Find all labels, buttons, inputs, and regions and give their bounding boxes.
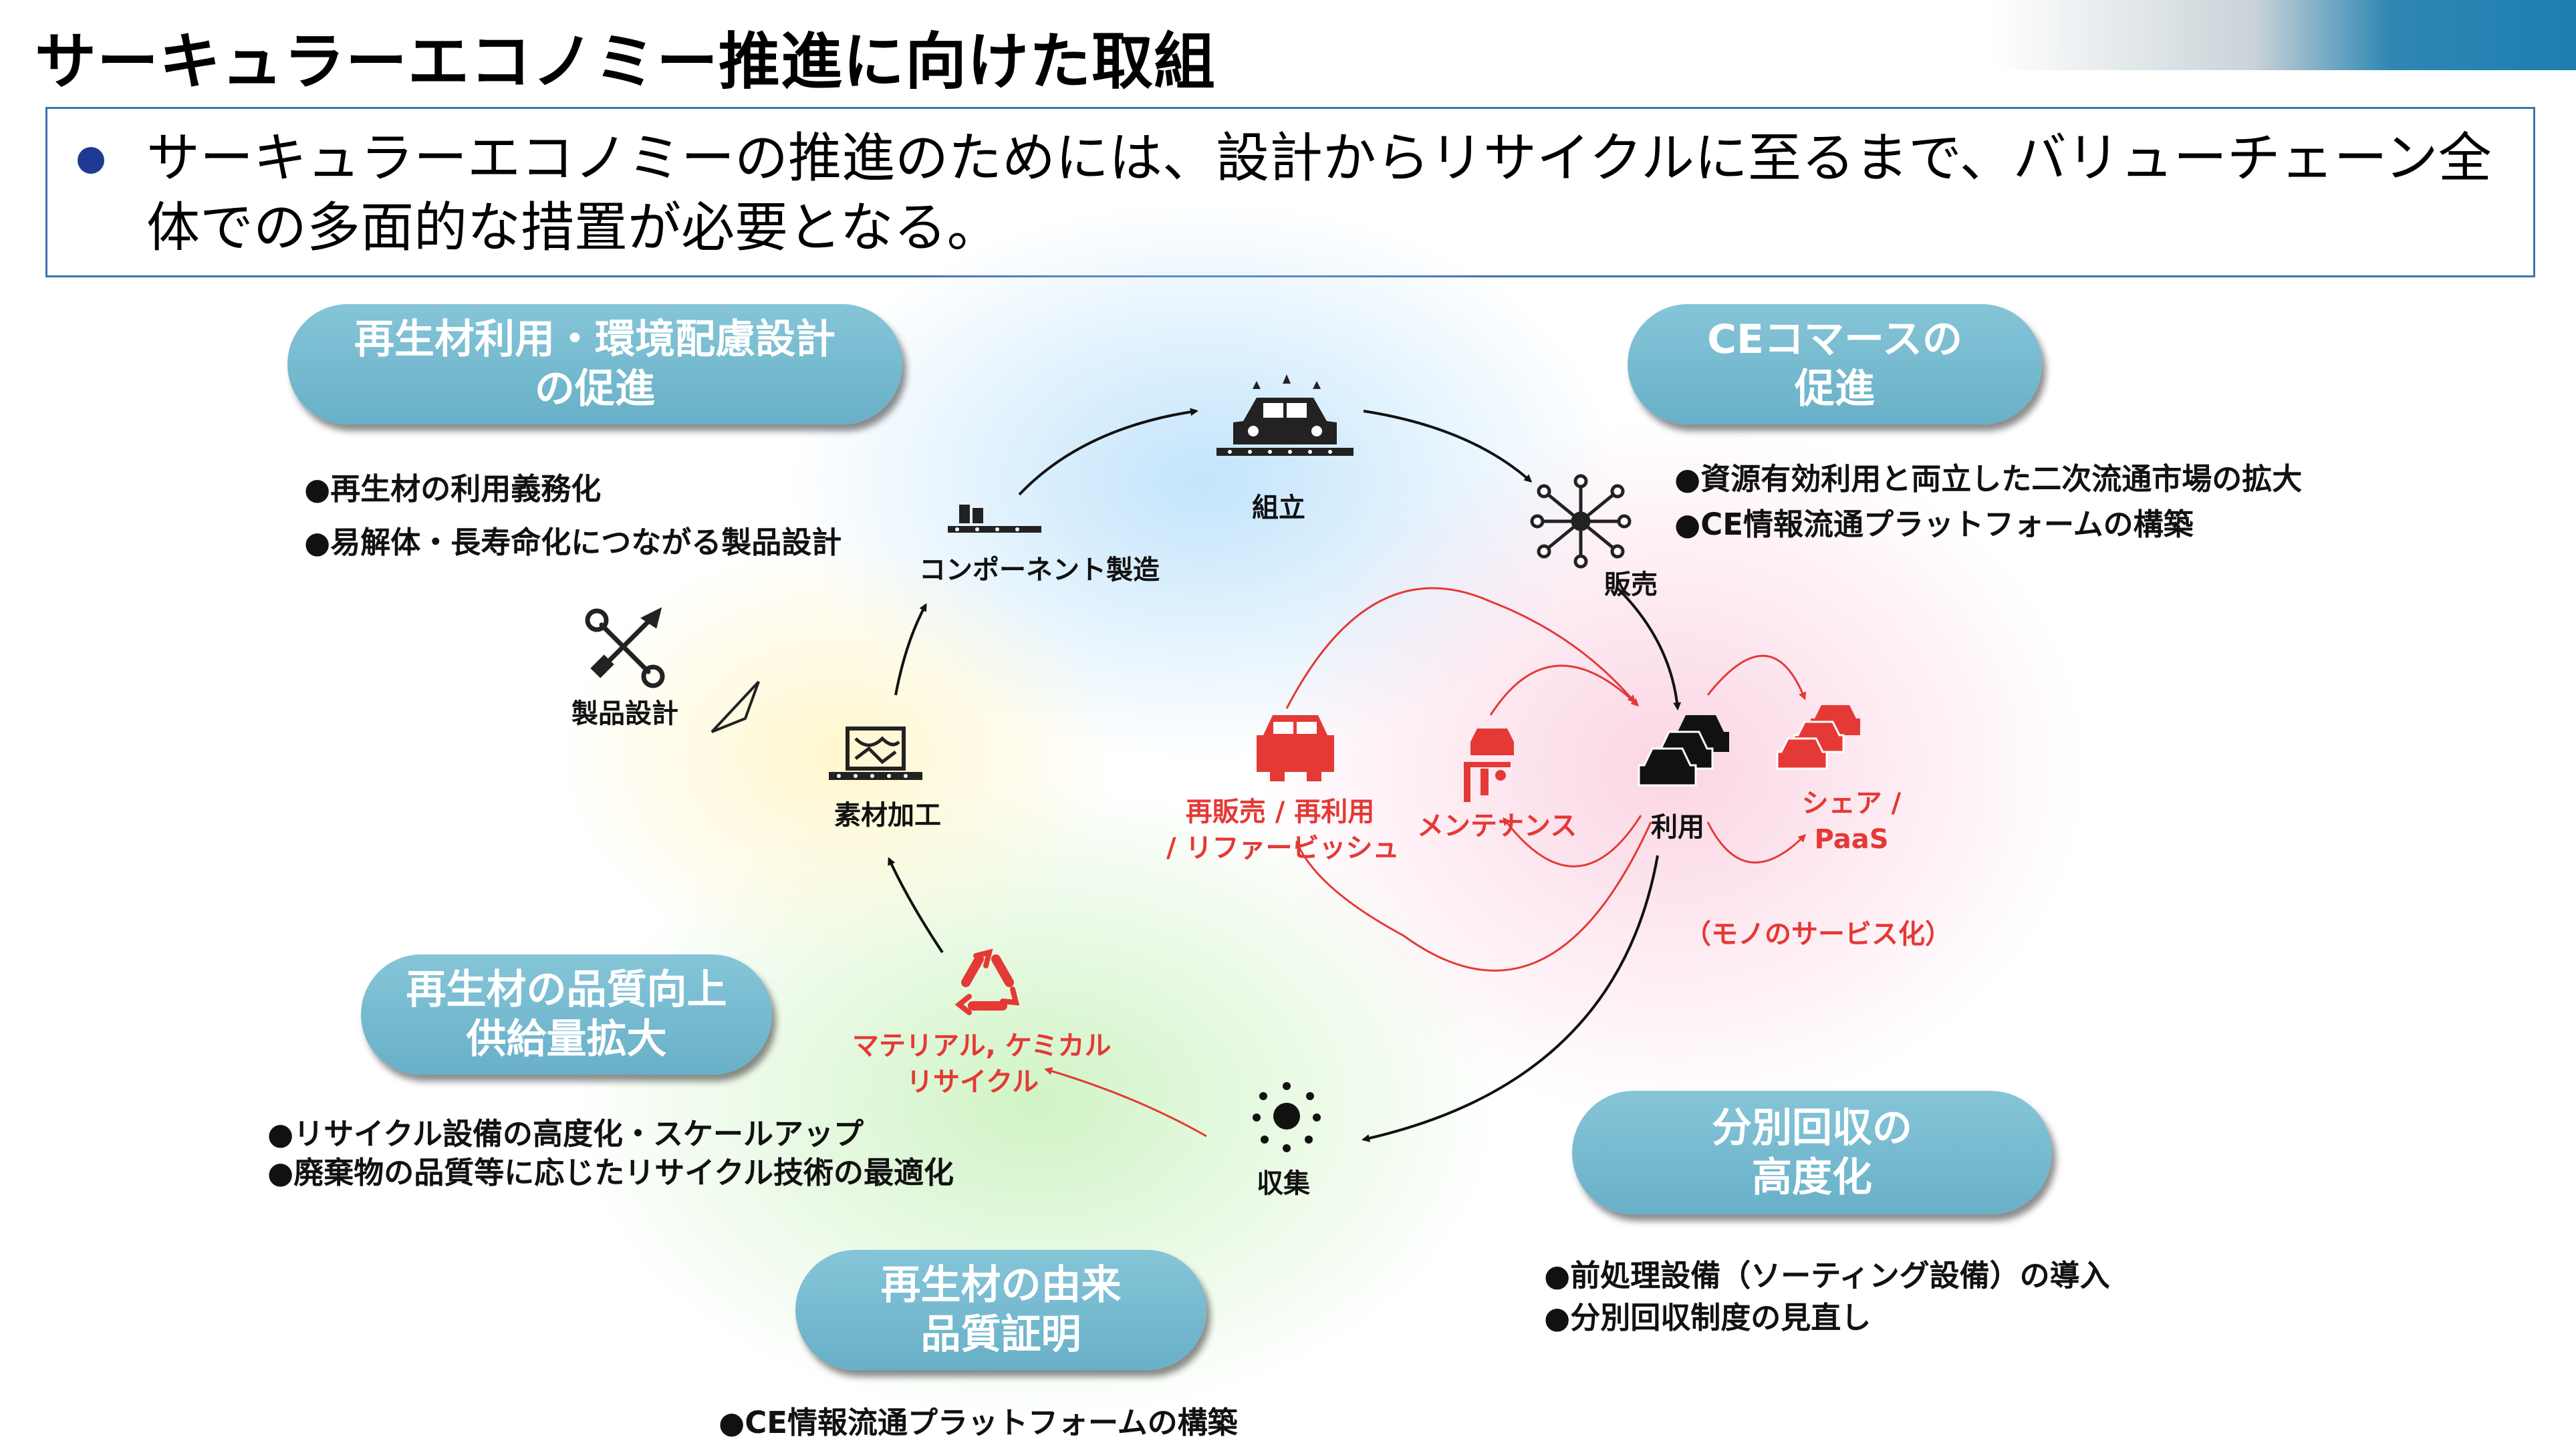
label-resale: 再販売 / 再利用 / リファービッシュ: [1166, 794, 1400, 866]
arrow-collection-to-recycling: [1044, 1067, 1207, 1138]
lead-box: サーキュラーエコノミーの推進のためには、設計からリサイクルに至るまで、バリューチ…: [45, 107, 2535, 277]
pill-origin-certification: 再生材の由来 品質証明: [795, 1250, 1206, 1370]
resale-car-icon: [1257, 715, 1334, 781]
recycle-icon: [954, 948, 1020, 1015]
quality-bullet-1: ●リサイクル設備の高度化・スケールアップ: [267, 1116, 864, 1152]
arrow-recycling-to-processing: [888, 857, 944, 954]
arrow-use-to-collection: [1362, 855, 1659, 1142]
pill-design-promotion: 再生材利用・環境配慮設計 の促進: [287, 304, 902, 424]
commerce-bullet-2: ●CE情報流通プラットフォームの構築: [1674, 507, 2194, 542]
label-material-processing: 素材加工: [834, 800, 941, 831]
page-title: サーキュラーエコノミー推進に向けた取組: [35, 26, 1216, 98]
glow-yellow: [555, 541, 1116, 969]
label-product-design: 製品設計: [571, 698, 678, 729]
arrow-share-to-use: [1706, 654, 1807, 700]
label-maintenance: メンテナンス: [1417, 811, 1577, 841]
label-recycling: マテリアル, ケミカル リサイクル: [852, 1028, 1112, 1100]
component-manufacturing-icon: [948, 505, 1041, 533]
pill-design-line1: 再生材利用・環境配慮設計: [354, 316, 835, 363]
arrow-processing-to-component: [894, 603, 927, 696]
label-share: シェア / PaaS: [1791, 785, 1912, 858]
arrow-assembly-to-sales: [1363, 410, 1533, 483]
maintenance-lift-icon: [1464, 729, 1514, 802]
certification-bullet-1: ●CE情報流通プラットフォームの構築: [719, 1405, 1238, 1440]
label-use: 利用: [1651, 812, 1704, 843]
pill-design-line2: の促進: [535, 366, 655, 412]
pill-cert-line1: 再生材の由来: [880, 1262, 1122, 1309]
use-cars-icon: [1638, 715, 1729, 787]
collection-bullet-2: ●分別回収制度の見直し: [1544, 1300, 1872, 1335]
arrow-resale-to-use: [1285, 587, 1636, 709]
pill-commerce-line1: CEコマースの: [1706, 316, 1963, 363]
pill-quality-line1: 再生材の品質向上: [406, 966, 727, 1013]
triangle-ruler-icon: [711, 680, 760, 733]
design-bullet-2: ●易解体・長寿命化につながる製品設計: [304, 525, 842, 560]
design-bullet-1: ●再生材の利用義務化: [304, 471, 602, 507]
label-recycling-line1: マテリアル, ケミカル: [852, 1031, 1112, 1061]
tools-icon: [585, 607, 665, 688]
label-component-manufacturing: コンポーネント製造: [919, 555, 1160, 585]
share-cars-icon: [1776, 705, 1860, 770]
pill-ce-commerce: CEコマースの 促進: [1628, 304, 2042, 424]
lead-bullet-dot: [78, 147, 104, 174]
collection-bullet-1: ●前処理設備（ソーティング設備）の導入: [1544, 1258, 2110, 1293]
pill-separate-collection: 分別回収の 高度化: [1572, 1091, 2052, 1214]
material-processing-icon: [829, 727, 922, 780]
pill-commerce-line2: 促進: [1795, 366, 1875, 412]
pill-cert-line2: 品質証明: [920, 1311, 1081, 1358]
arrow-sales-to-use: [1616, 587, 1682, 710]
sales-network-icon: [1530, 474, 1632, 569]
arrow-use-to-share: [1706, 821, 1807, 864]
pill-recycled-quality: 再生材の品質向上 供給量拡大: [361, 954, 772, 1075]
label-sales: 販売: [1604, 569, 1658, 600]
arrow-use-to-resale: [1295, 821, 1652, 972]
header-gradient-bar: [1992, 0, 2576, 70]
label-share-line1: シェア /: [1801, 788, 1902, 819]
pill-collection-line2: 高度化: [1752, 1154, 1872, 1201]
collection-hub-icon: [1253, 1082, 1321, 1152]
label-resale-line2: / リファービッシュ: [1166, 833, 1400, 864]
arrow-use-to-maintenance: [1503, 815, 1642, 868]
lead-text: サーキュラーエコノミーの推進のためには、設計からリサイクルに至るまで、バリューチ…: [146, 127, 2492, 259]
commerce-bullet-1: ●資源有効利用と両立した二次流通市場の拡大: [1674, 461, 2303, 497]
label-recycling-line2: リサイクル: [906, 1067, 1039, 1097]
label-share-line2: PaaS: [1814, 824, 1889, 855]
label-resale-line1: 再販売 / 再利用: [1185, 797, 1375, 827]
assembly-car-icon: [1216, 374, 1354, 456]
arrow-maintenance-to-use: [1489, 664, 1640, 716]
label-assembly: 組立: [1252, 493, 1305, 523]
label-collection: 収集: [1257, 1168, 1310, 1199]
pill-collection-line1: 分別回収の: [1712, 1104, 1912, 1152]
pill-quality-line2: 供給量拡大: [466, 1016, 667, 1063]
arrow-component-to-assembly: [1018, 408, 1198, 496]
label-servitization: （モノのサービス化）: [1684, 919, 1952, 950]
quality-bullet-2: ●廃棄物の品質等に応じたリサイクル技術の最適化: [267, 1155, 954, 1190]
